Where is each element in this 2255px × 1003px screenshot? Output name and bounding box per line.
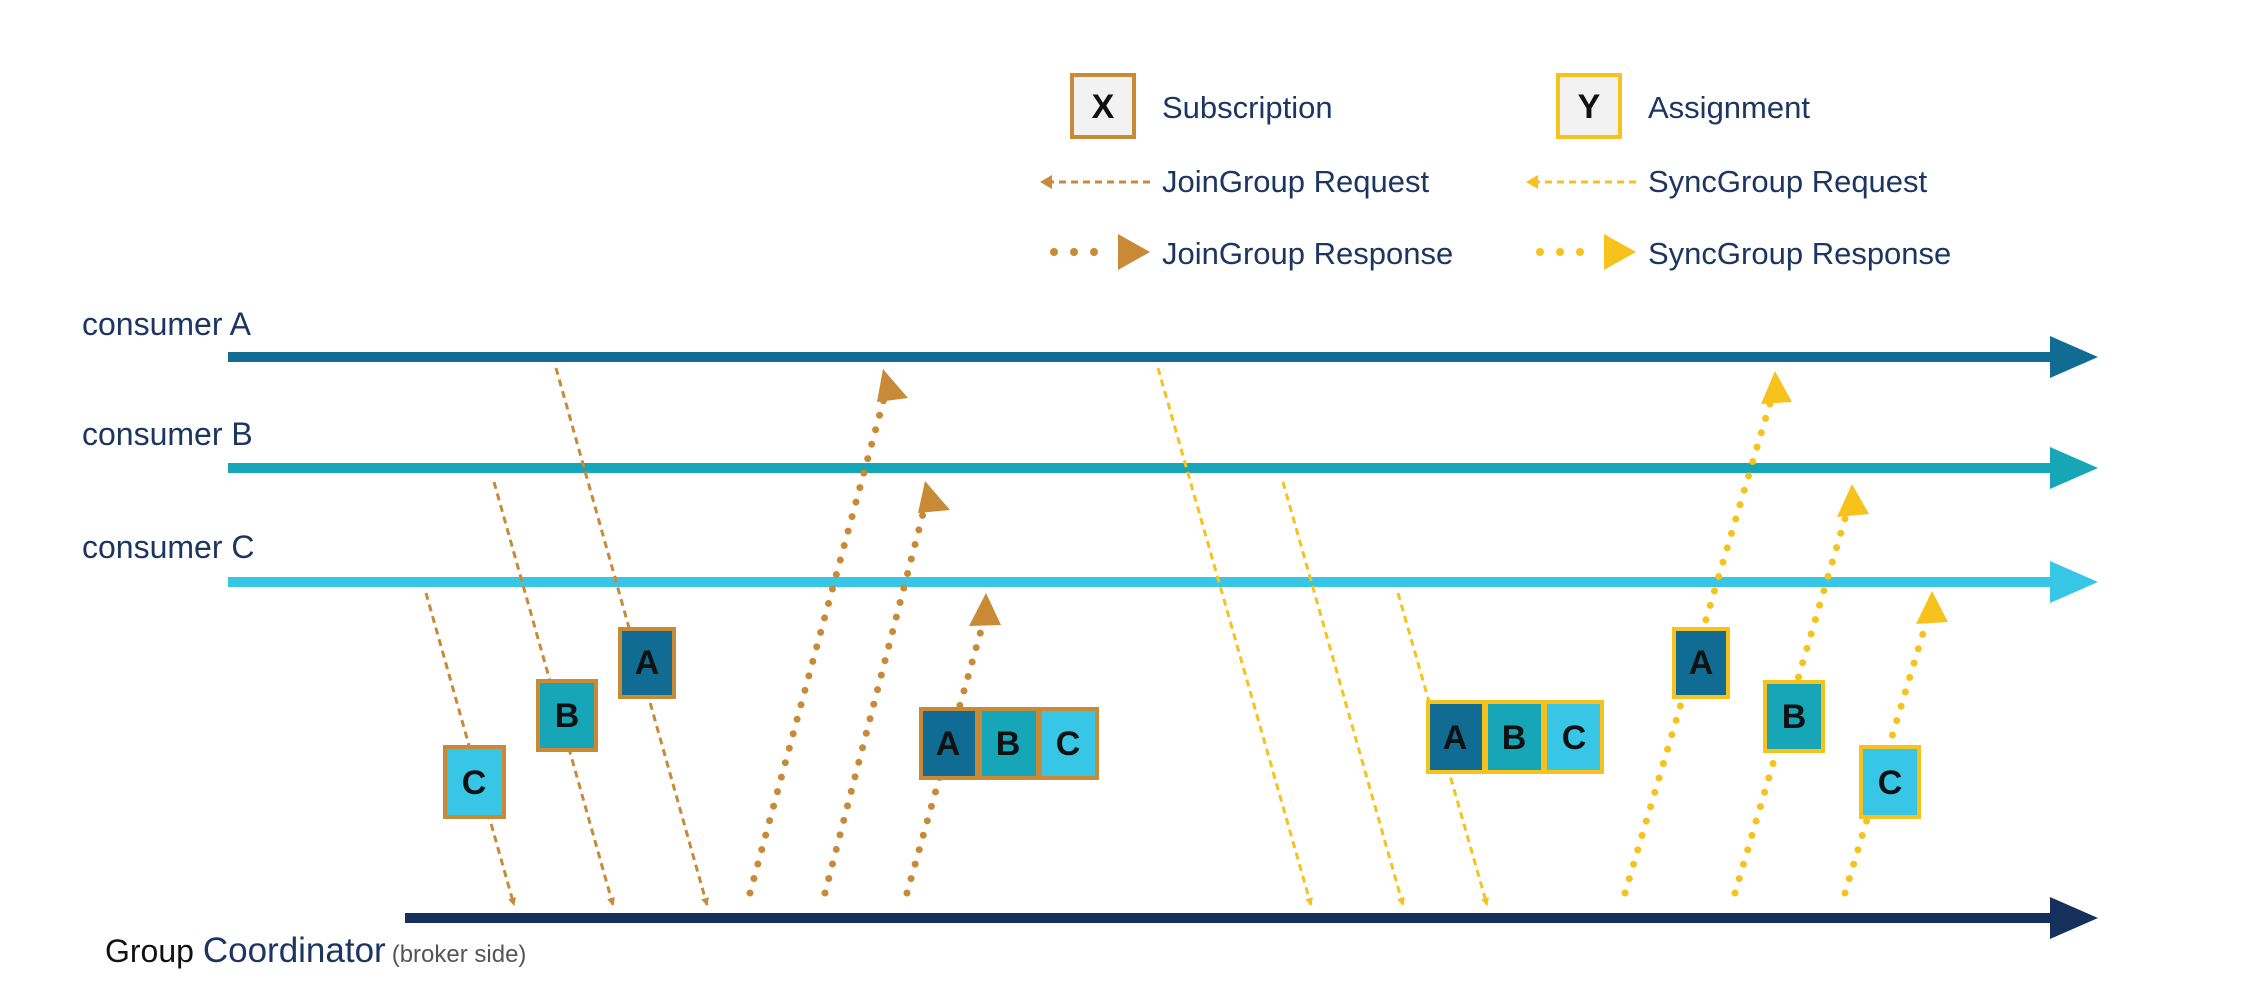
legend-syncgroup-response-label: SyncGroup Response — [1648, 236, 1951, 271]
syncgroup-response-c-head — [1916, 591, 1948, 624]
join-response-b-letter: B — [996, 725, 1021, 763]
sync-assignment-c: C — [1859, 745, 1921, 819]
syncgroup-request-a — [1156, 367, 1313, 906]
consumer-c-label: consumer C — [82, 529, 255, 565]
coordinator-label-note: (broker side) — [392, 941, 527, 968]
legend-joingroup-response-head — [1118, 234, 1150, 270]
sync-assignment-b: B — [1763, 680, 1825, 753]
timeline-consumer-b: consumer B — [82, 416, 2098, 489]
join-subscription-c-letter: C — [462, 764, 487, 802]
joingroup-response-c — [903, 616, 988, 897]
syncgroup-request-b — [1281, 481, 1405, 906]
syncgroup-response-a-head — [1761, 371, 1792, 404]
joingroup-response-a — [746, 391, 889, 897]
join-subscription-a: A — [618, 627, 676, 699]
consumer-a-label: consumer A — [82, 306, 252, 342]
legend-assignment-box — [1556, 73, 1622, 139]
coordinator-label-main: Coordinator — [203, 931, 386, 970]
legend-joingroup-request-label: JoinGroup Request — [1162, 164, 1429, 199]
legend-syncgroup-response-dots — [1536, 248, 1584, 256]
legend-joingroup-request-head — [1040, 175, 1052, 189]
sync-request-b-letter: B — [1502, 719, 1527, 757]
legend-syncgroup-request-label: SyncGroup Request — [1648, 164, 1928, 199]
consumer-b-label: consumer B — [82, 416, 253, 452]
joingroup-response-b — [821, 502, 929, 897]
join-subscription-b: B — [536, 679, 598, 752]
legend-syncgroup-response-head — [1604, 234, 1636, 270]
syncgroup-response-b-head — [1837, 484, 1869, 517]
sync-request-a-letter: A — [1443, 719, 1468, 757]
joingroup-response-b-head — [918, 481, 950, 513]
legend-joingroup-response-dots — [1050, 248, 1098, 256]
join-response-a-letter: A — [936, 725, 961, 763]
legend-subscription-symbol: X — [1092, 88, 1115, 126]
legend: X Subscription Y Assignment JoinGroup Re… — [1040, 73, 1951, 271]
diagram-background — [40, 30, 2110, 980]
legend-subscription-label: Subscription — [1162, 90, 1333, 125]
legend-assignment-label: Assignment — [1648, 90, 1810, 125]
joingroup-responses — [746, 369, 1001, 897]
syncgroup-response-c — [1841, 616, 1931, 897]
sync-request-c-letter: C — [1562, 719, 1587, 757]
joingroup-response-a-head — [877, 369, 908, 402]
sync-assignment-a: A — [1672, 627, 1730, 699]
sync-request-assignments: A B C — [1426, 700, 1604, 774]
join-subscription-a-letter: A — [635, 644, 660, 682]
join-subscription-c: C — [443, 745, 506, 819]
coordinator-label: Group Coordinator(broker side) — [105, 931, 526, 970]
legend-joingroup-response-label: JoinGroup Response — [1162, 236, 1453, 271]
timeline-group-coordinator: Group Coordinator(broker side) — [105, 897, 2098, 970]
timeline-consumer-c: consumer C — [82, 529, 2098, 603]
coordinator-label-prefix: Group — [105, 933, 203, 969]
timeline-consumer-a: consumer A — [82, 306, 2098, 378]
sync-assignment-a-letter: A — [1689, 644, 1714, 682]
join-response-c-letter: C — [1056, 725, 1081, 763]
sync-assignment-c-letter: C — [1878, 764, 1903, 802]
joingroup-response-c-head — [969, 593, 1001, 626]
join-subscription-b-letter: B — [555, 697, 580, 735]
legend-assignment-symbol: Y — [1578, 88, 1601, 126]
join-response-subscriptions: A B C — [919, 707, 1099, 780]
sync-assignment-b-letter: B — [1782, 698, 1807, 736]
syncgroup-response-b — [1731, 508, 1851, 897]
legend-subscription-box — [1070, 73, 1136, 139]
legend-syncgroup-request-head — [1526, 175, 1538, 189]
